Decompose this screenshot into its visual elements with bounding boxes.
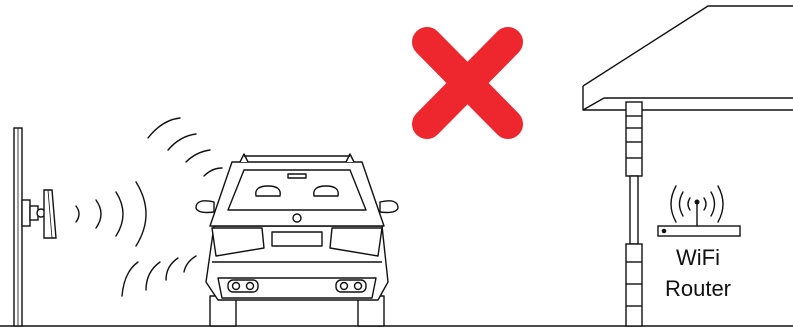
cross-mark-icon [427,42,508,124]
wifi-router-icon [658,186,740,236]
router-label-line1: WiFi [652,245,744,271]
antenna-pole [14,128,22,326]
car-rear-view-icon [196,154,398,326]
router-label-line2: Router [652,276,744,302]
wall-antenna-icon [22,190,56,238]
house-pillar [626,102,642,326]
house-roof-icon [583,6,793,110]
